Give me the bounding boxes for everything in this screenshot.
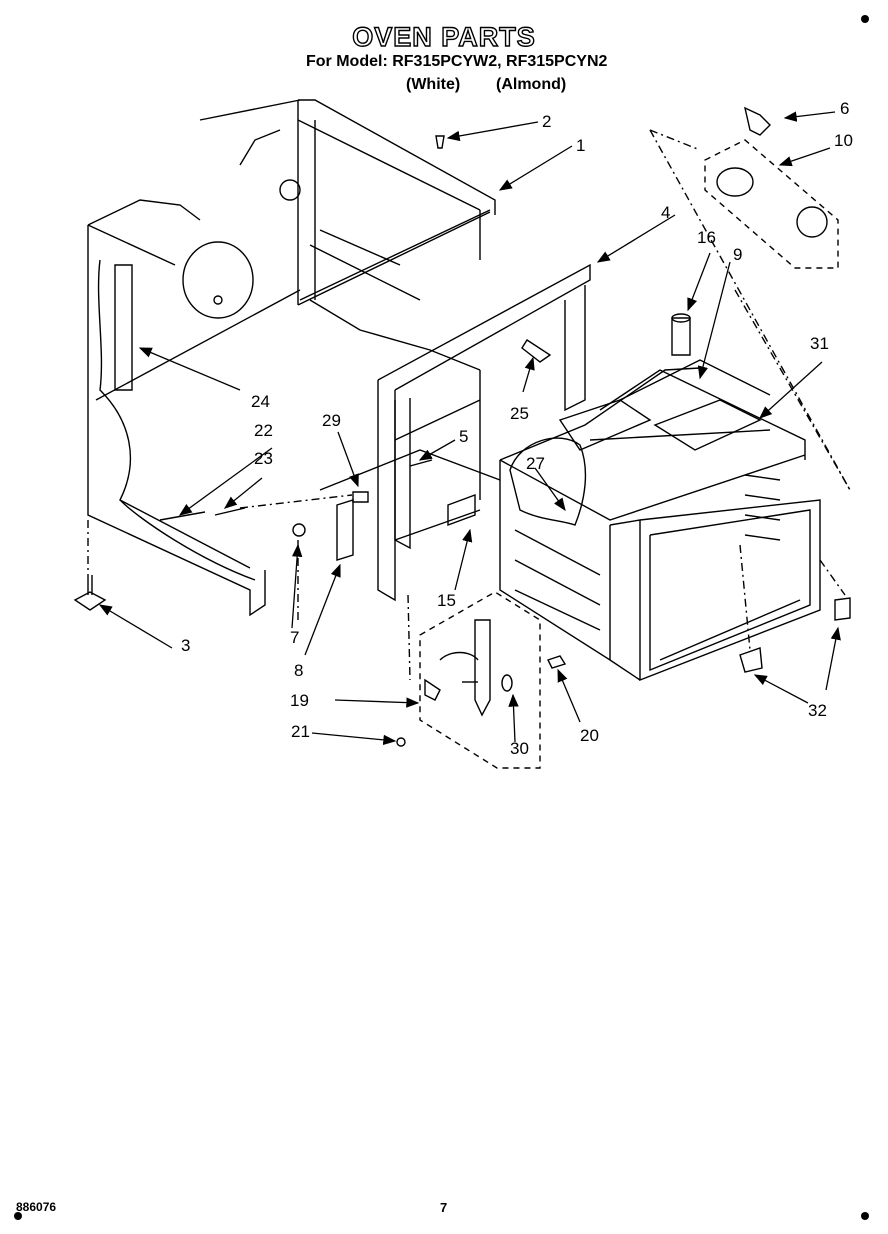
model-line: For Model: RF315PCYW2, RF315PCYN2	[306, 53, 608, 70]
callout-19: 19	[290, 691, 309, 710]
callout-32: 32	[808, 701, 827, 720]
page-number: 7	[440, 1200, 448, 1215]
igniter-assembly	[509, 437, 587, 526]
color-white-label: (White)	[406, 76, 461, 93]
leader-arrows	[98, 111, 841, 746]
color-almond-label: (Almond)	[496, 76, 567, 93]
callout-25: 25	[510, 404, 529, 423]
callout-27: 27	[526, 454, 545, 473]
page-title: OVEN PARTS	[352, 21, 536, 52]
rear-frame	[199, 99, 496, 371]
callout-22: 22	[254, 421, 273, 440]
callout-29: 29	[322, 411, 341, 430]
callout-20: 20	[580, 726, 599, 745]
document-number: 886076	[16, 1200, 57, 1214]
callout-30: 30	[510, 739, 529, 758]
callout-21: 21	[291, 722, 310, 741]
callout-8: 8	[294, 661, 304, 680]
small-parts	[159, 106, 851, 673]
callout-15: 15	[437, 591, 456, 610]
callout-31: 31	[810, 334, 829, 353]
callout-6: 6	[840, 99, 850, 118]
callout-23: 23	[254, 449, 273, 468]
side-panel	[87, 199, 301, 617]
callout-1: 1	[576, 136, 586, 155]
leveling-leg	[73, 575, 107, 611]
bracket-dashed-box	[419, 591, 541, 769]
oven-cavity	[499, 359, 821, 682]
callout-24: 24	[251, 392, 270, 411]
callout-2: 2	[542, 112, 552, 131]
callout-7: 7	[290, 628, 300, 647]
callout-16: 16	[697, 228, 716, 247]
front-frame	[377, 263, 591, 602]
callout-9: 9	[733, 245, 743, 264]
callout-4: 4	[661, 203, 671, 222]
bracket-parts	[396, 619, 567, 747]
callout-5: 5	[459, 427, 469, 446]
callout-10: 10	[834, 131, 853, 150]
callout-3: 3	[181, 636, 191, 655]
lamp-dashed-box	[704, 139, 839, 269]
